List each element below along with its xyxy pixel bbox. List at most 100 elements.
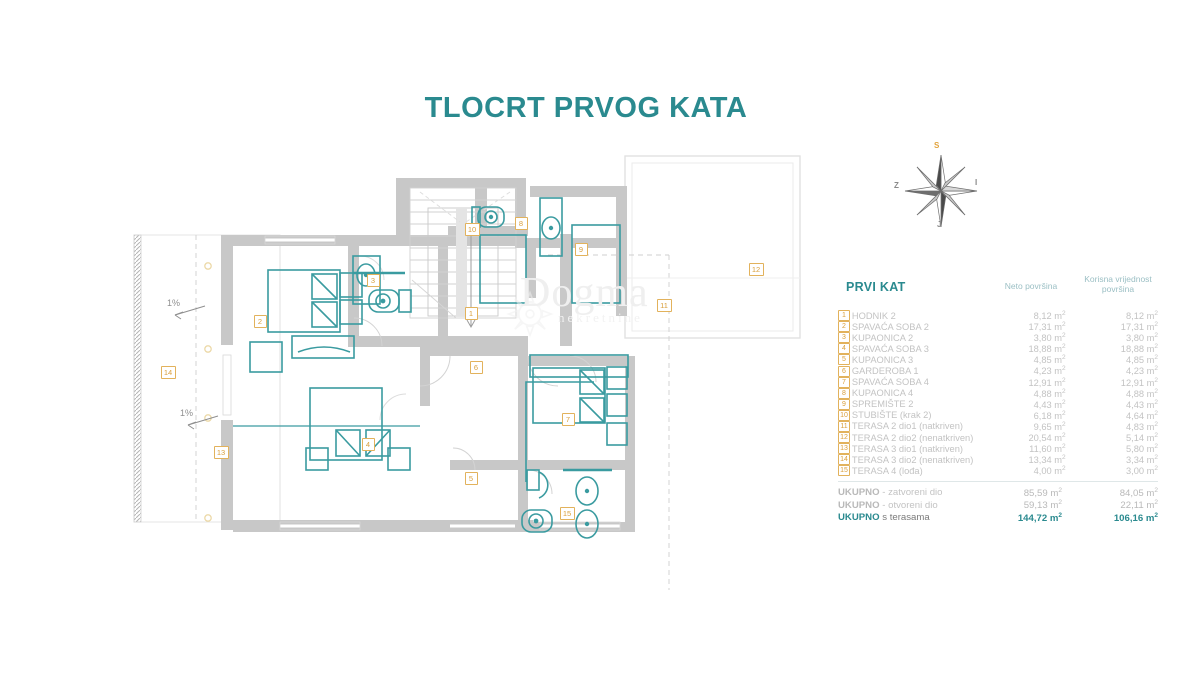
legend-column-header-neto: Neto površina (1004, 281, 1058, 291)
legend-row-name: TERASA 2 dio2 (nenatkriven) (851, 432, 974, 443)
totals-label: UKUPNO s terasama (838, 512, 930, 524)
legend-row-korisna: 3,34 m2 (1125, 454, 1158, 466)
legend-row-name: TERASA 3 dio2 (nenatkriven) (851, 454, 974, 465)
legend-row-neto: 4,88 m2 (1033, 387, 1066, 399)
legend-row-neto: 4,85 m2 (1033, 354, 1066, 366)
legend-row-name: SPAVAĆA SOBA 2 (851, 321, 929, 332)
windows (225, 238, 620, 528)
totals-korisna: 84,05 m2 (1119, 486, 1158, 499)
legend-row-number: 2 (838, 321, 850, 333)
room-marker-13: 13 (213, 446, 229, 459)
compass-icon (904, 154, 978, 228)
furniture-bedroom-7 (529, 354, 629, 446)
room-marker-5: 5 (464, 472, 478, 485)
legend-row-name: KUPAONICA 2 (851, 332, 914, 343)
legend-row-name: SPREMIŠTE 2 (851, 399, 914, 410)
legend-row-number: 11 (838, 420, 850, 432)
legend-row-neto: 12,91 m2 (1028, 376, 1066, 388)
legend-row-neto: 11,60 m2 (1029, 443, 1066, 455)
furniture-bath-8 (471, 206, 527, 304)
legend-row-korisna: 5,14 m2 (1125, 432, 1158, 444)
legend-row-number: 13 (838, 443, 850, 455)
legend-panel: PRVI KAT Neto površina Korisna vrijednos… (838, 274, 1158, 524)
room-marker-4: 4 (361, 438, 375, 451)
legend-row-neto: 18,88 m2 (1028, 343, 1066, 355)
totals-neto: 144,72 m2 (1017, 511, 1062, 524)
legend-row-neto: 17,31 m2 (1028, 321, 1066, 333)
legend-row-number: 3 (838, 332, 850, 344)
legend-row-name: SPAVAĆA SOBA 4 (851, 377, 929, 388)
legend-row-number: 10 (838, 409, 850, 421)
legend-row-name: GARDEROBA 1 (851, 366, 919, 377)
legend-row-number: 6 (838, 365, 850, 377)
legend-row-name: KUPAONICA 3 (851, 354, 914, 365)
legend-row-name: KUPAONICA 4 (851, 388, 914, 399)
doors (353, 255, 597, 495)
compass-west-label: Z (894, 181, 899, 190)
legend-header: PRVI KAT Neto površina Korisna vrijednos… (838, 274, 1158, 308)
legend-row-korisna: 3,00 m2 (1125, 465, 1158, 477)
room-marker-12: 12 (748, 263, 764, 276)
furniture-wardrobe-6 (525, 381, 594, 482)
staircase (409, 187, 517, 319)
legend-row-number: 9 (838, 398, 850, 410)
legend-row-neto: 8,12 m2 (1033, 310, 1066, 322)
legend-row-name: SPAVAĆA SOBA 3 (851, 343, 929, 354)
legend-row-neto: 13,34 m2 (1028, 454, 1066, 466)
legend-row-korisna: 4,23 m2 (1125, 365, 1158, 377)
legend-row-number: 14 (838, 454, 850, 466)
legend-row-number: 12 (838, 432, 850, 444)
compass-south-label: J (937, 220, 942, 229)
legend-row-korisna: 5,80 m2 (1125, 443, 1158, 455)
legend-title: PRVI KAT (846, 280, 906, 294)
legend-column-header-korisna: Korisna vrijednost površina (1084, 274, 1152, 294)
room-marker-9: 9 (574, 243, 588, 256)
totals-neto: 59,13 m2 (1023, 499, 1062, 512)
legend-row-korisna: 4,88 m2 (1125, 387, 1158, 399)
legend-row-korisna: 4,43 m2 (1125, 398, 1158, 410)
furniture-bath-5 (521, 468, 612, 539)
legend-row-korisna: 8,12 m2 (1125, 310, 1158, 322)
legend-row-neto: 3,80 m2 (1033, 332, 1066, 344)
legend-row-neto: 4,00 m2 (1033, 465, 1066, 477)
legend-row-name: TERASA 3 dio1 (natkriven) (851, 443, 963, 454)
legend-divider (838, 481, 1158, 483)
totals-label: UKUPNO - otvoreni dio (838, 499, 938, 511)
legend-row-korisna: 18,88 m2 (1120, 343, 1158, 355)
furniture-bedroom-2 (267, 269, 363, 333)
room-marker-15: 15 (559, 507, 575, 520)
room-marker-6: 6 (469, 361, 483, 374)
legend-row-name: HODNIK 2 (851, 310, 896, 321)
legend-row-number: 5 (838, 354, 850, 366)
legend-row-name: TERASA 2 dio1 (natkriven) (851, 421, 963, 432)
terrace-left-slab (133, 234, 281, 523)
totals-label: UKUPNO - zatvoreni dio (838, 487, 943, 499)
legend-row-korisna: 4,64 m2 (1125, 409, 1158, 421)
room-marker-7: 7 (561, 413, 575, 426)
room-marker-11: 11 (656, 299, 672, 312)
legend-row-korisna: 12,91 m2 (1120, 376, 1158, 388)
legend-row-number: 1 (838, 310, 850, 322)
terrace-drain-markers (204, 262, 212, 522)
legend-row-number: 8 (838, 387, 850, 399)
legend-row-number: 4 (838, 343, 850, 355)
